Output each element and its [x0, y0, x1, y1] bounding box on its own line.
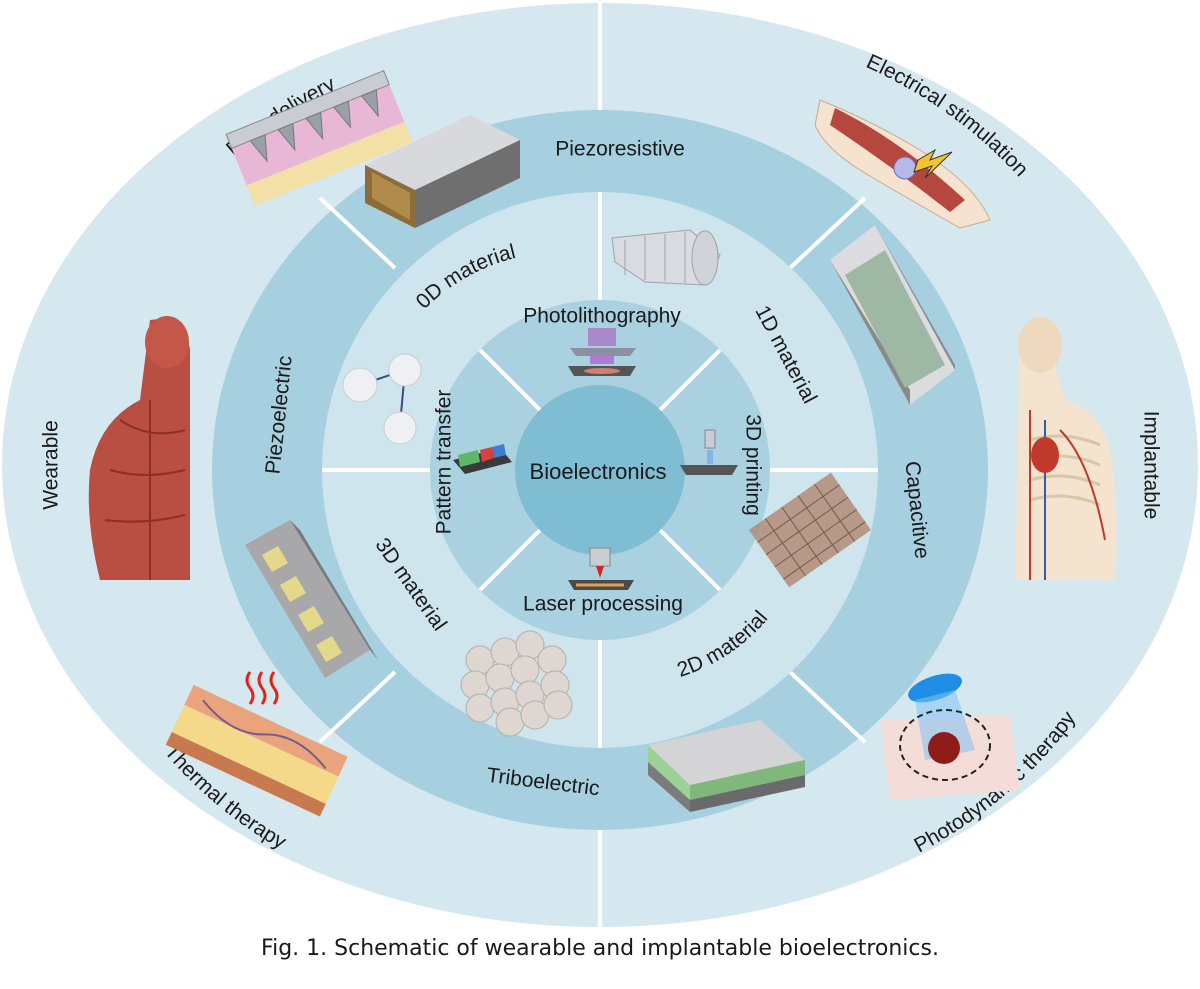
3d-material-illustration — [460, 630, 573, 737]
bioelectronics-diagram: Bioelectronics Wearable Implantable Drug… — [2, 3, 1198, 927]
3d-printing-icon — [680, 429, 738, 475]
heat-icon — [245, 671, 279, 705]
piezoelectric-block — [245, 520, 378, 678]
piezoresistive-block — [365, 115, 520, 228]
pattern-transfer-label: Pattern transfer — [433, 390, 456, 535]
3d-printing-label: 3D printing — [741, 414, 764, 516]
material-dividers — [322, 192, 878, 748]
1d-material-illustration — [611, 229, 721, 286]
figure-caption: Fig. 1. Schematic of wearable and implan… — [261, 936, 939, 961]
center-circle — [515, 385, 685, 555]
electrical-stimulation-illustration — [814, 99, 991, 229]
photolithography-label: Photolithography — [523, 305, 681, 328]
center-label: Bioelectronics — [530, 459, 667, 484]
muscle-torso-illustration — [88, 316, 190, 580]
pattern-transfer-icon — [453, 444, 512, 474]
laser-processing-label: Laser processing — [523, 593, 683, 616]
photolithography-icon — [568, 328, 636, 376]
implantable-label: Implantable — [1139, 411, 1162, 520]
thermal-therapy-illustration — [165, 684, 348, 817]
piezoresistive-label: Piezoresistive — [555, 138, 685, 161]
0d-material-illustration — [342, 353, 422, 445]
photodynamic-therapy-illustration — [880, 673, 1020, 800]
triboelectric-block — [648, 720, 805, 812]
wearable-label: Wearable — [40, 420, 63, 510]
fabrication-dividers — [478, 348, 722, 592]
2d-material-illustration — [748, 472, 872, 588]
mechanism-dividers — [318, 196, 867, 744]
drug-delivery-illustration — [225, 70, 413, 206]
capacitive-block — [830, 225, 955, 405]
circulatory-torso-illustration — [1015, 315, 1117, 580]
laser-processing-icon — [568, 547, 634, 590]
